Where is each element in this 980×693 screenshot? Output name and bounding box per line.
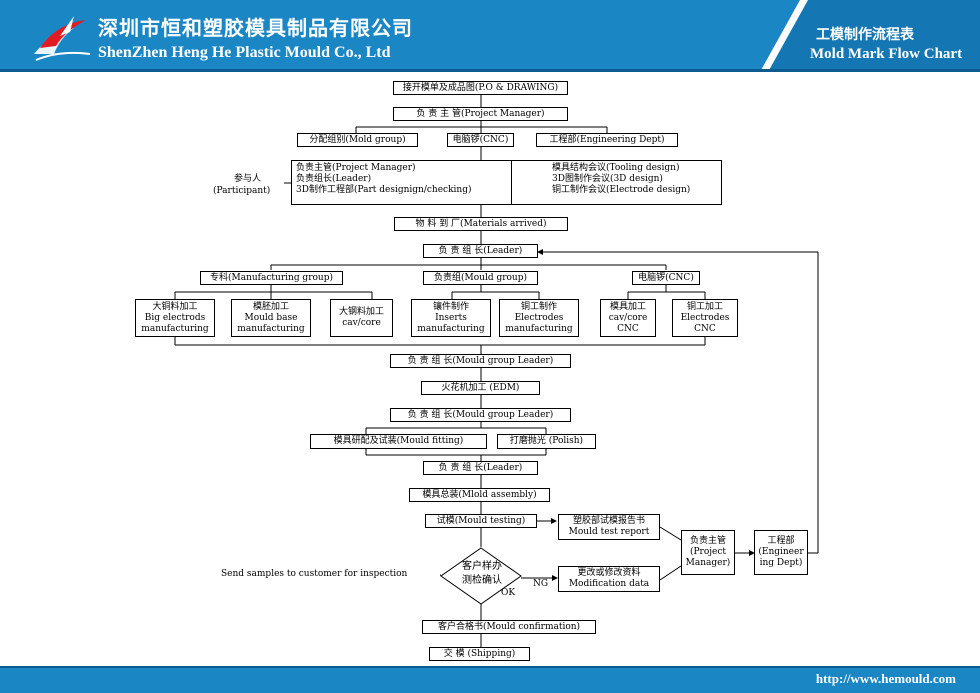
task-line: Big electrods bbox=[144, 312, 206, 323]
participant-item: 负责组长(Leader) bbox=[296, 174, 372, 184]
task-big-electrodes: 大铜料加工 Big electrods manufacturing bbox=[135, 299, 215, 337]
testing-box: 试模(Mould testing) bbox=[425, 514, 537, 528]
assembly-box: 模具总装(Mlold assembly) bbox=[409, 488, 550, 502]
task-line: 铜工加工 bbox=[686, 301, 723, 312]
ng-label: NG bbox=[533, 579, 549, 589]
doc-title-en: Mold Mark Flow Chart bbox=[810, 46, 963, 62]
modification-line: Modification data bbox=[568, 579, 650, 589]
project-manager-right-box: 负责主管 (Project Manager) bbox=[681, 530, 735, 575]
ok-label: OK bbox=[501, 588, 516, 598]
footer-banner: http://www.hemould.com bbox=[0, 666, 980, 693]
materials-box: 物 料 到 厂(Materials arrived) bbox=[394, 217, 568, 231]
participants-left-box: 负责主管(Project Manager) 负责组长(Leader) 3D制作工… bbox=[291, 160, 512, 205]
task-cav-core-cnc: 模具加工 cav/core CNC bbox=[600, 299, 656, 337]
start-box: 接开模单及成品图(P.O & DRAWING) bbox=[393, 81, 568, 95]
header-divider bbox=[760, 0, 808, 72]
participant-item: 3D制作工程部(Part designign/checking) bbox=[296, 185, 472, 195]
pm-line: 负责主管 bbox=[689, 536, 726, 546]
decision-diamond: 客户样办 测检确认 bbox=[456, 560, 508, 588]
engineering-dept-box: 工程部(Engineering Dept) bbox=[536, 133, 678, 147]
polish-box: 打磨抛光 (Polish) bbox=[497, 434, 596, 449]
pm-line: (Project bbox=[689, 547, 727, 557]
modification-box: 更改或修改资料 Modification data bbox=[558, 566, 660, 592]
task-inserts: 镶件制作 Inserts manufacturing bbox=[411, 299, 491, 337]
send-samples-label: Send samples to customer for inspection bbox=[221, 569, 408, 579]
header-stripe bbox=[0, 69, 980, 72]
task-mould-base: 模胚加工 Mould base manufacturing bbox=[231, 299, 311, 337]
task-line: manufacturing bbox=[417, 323, 485, 334]
company-name-cn: 深圳市恒和塑胶模具制品有限公司 bbox=[98, 16, 413, 40]
task-electrodes-cnc: 铜工加工 Electrodes CNC bbox=[672, 299, 738, 337]
task-line: manufacturing bbox=[505, 323, 573, 334]
company-name-en: ShenZhen Heng He Plastic Mould Co., Ltd bbox=[98, 44, 391, 61]
task-line: 镶件制作 bbox=[432, 301, 469, 312]
eng-line: ing Dept) bbox=[759, 558, 803, 568]
task-line: 大钢料加工 bbox=[338, 307, 384, 317]
task-line: CNC bbox=[694, 323, 716, 334]
task-line: manufacturing bbox=[141, 323, 209, 334]
task-line: Inserts bbox=[435, 312, 467, 323]
task-big-steel: 大钢料加工 cav/core bbox=[330, 299, 393, 337]
task-line: manufacturing bbox=[237, 323, 305, 334]
decision-line: 测检确认 bbox=[462, 575, 502, 586]
participant-label-cn: 参与人 bbox=[234, 174, 262, 184]
task-line: Mould base bbox=[244, 312, 298, 323]
cnc-group-box: 电脑锣(CNC) bbox=[632, 271, 700, 285]
confirmation-box: 客户合格书(Mould confirmation) bbox=[422, 620, 596, 634]
engineering-right-box: 工程部 (Engineer ing Dept) bbox=[754, 530, 808, 575]
task-line: 模具加工 bbox=[609, 301, 646, 312]
task-line: 模胚加工 bbox=[252, 301, 289, 312]
task-electrodes: 铜工制作 Electrodes manufacturing bbox=[499, 299, 579, 337]
company-logo-icon bbox=[34, 16, 91, 61]
report-line: 塑胶部试模报告书 bbox=[572, 516, 645, 526]
task-line: CNC bbox=[617, 323, 639, 334]
report-line: Mould test report bbox=[568, 527, 650, 537]
mould-group-box: 负责组(Mould group) bbox=[423, 271, 538, 285]
participants-right-box: 模具结构会议(Tooling design) 3D图制作会议(3D design… bbox=[511, 160, 722, 205]
test-report-box: 塑胶部试模报告书 Mould test report bbox=[558, 514, 660, 540]
meeting-item: 3D图制作会议(3D design) bbox=[552, 174, 663, 184]
decision-line: 客户样办 bbox=[462, 561, 502, 572]
project-manager-box: 负 责 主 管(Project Manager) bbox=[393, 107, 568, 121]
cnc-box: 电脑锣(CNC) bbox=[447, 133, 514, 147]
task-line: 铜工制作 bbox=[520, 301, 557, 312]
edm-box: 火花机加工 (EDM) bbox=[421, 381, 540, 395]
footer-stripe bbox=[0, 666, 980, 668]
manufacturing-group-box: 专科(Manufacturing group) bbox=[200, 271, 343, 285]
fitting-box: 模具研配及试装(Mould fitting) bbox=[310, 434, 487, 449]
doc-title-cn: 工模制作流程表 bbox=[816, 27, 914, 43]
task-line: cav/core bbox=[342, 318, 381, 328]
modification-line: 更改或修改资料 bbox=[577, 568, 641, 578]
eng-line: 工程部 bbox=[767, 536, 795, 546]
shipping-box: 交 模 (Shipping) bbox=[429, 647, 530, 661]
participant-item: 负责主管(Project Manager) bbox=[296, 163, 416, 173]
meeting-item: 铜工制作会议(Electrode design) bbox=[552, 185, 691, 195]
mold-group-box: 分配组别(Mold group) bbox=[297, 133, 418, 147]
task-line: 大铜料加工 bbox=[152, 301, 198, 312]
header-banner: 深圳市恒和塑胶模具制品有限公司 ShenZhen Heng He Plastic… bbox=[0, 0, 980, 72]
leader-box-2: 负 责 组 长(Leader) bbox=[423, 461, 538, 475]
leader-box-1: 负 责 组 长(Leader) bbox=[423, 244, 538, 258]
task-line: Electrodes bbox=[680, 312, 730, 323]
task-line: Electrodes bbox=[514, 312, 564, 323]
eng-line: (Engineer bbox=[758, 547, 804, 557]
meeting-item: 模具结构会议(Tooling design) bbox=[552, 163, 680, 173]
participant-label-en: (Participant) bbox=[213, 186, 271, 196]
group-leader-box-1: 负 责 组 长(Mould group Leader) bbox=[390, 354, 571, 368]
group-leader-box-2: 负 责 组 长(Mould group Leader) bbox=[390, 408, 571, 422]
website-link[interactable]: http://www.hemould.com bbox=[815, 671, 956, 686]
pm-line: Manager) bbox=[685, 558, 731, 568]
task-line: cav/core bbox=[608, 312, 648, 323]
